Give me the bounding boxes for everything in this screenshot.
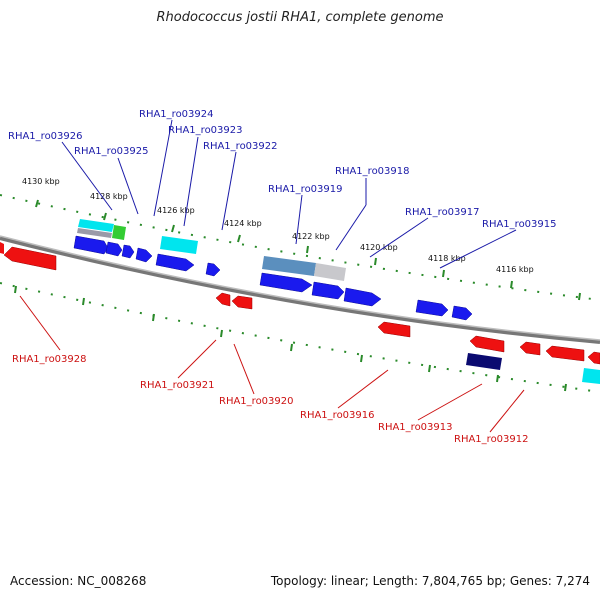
cyan-feature[interactable] — [78, 219, 114, 232]
forward-gene[interactable] — [155, 253, 195, 272]
reverse-gene-labels: RHA1_ro03928 RHA1_ro03921 RHA1_ro03920 R… — [12, 354, 529, 445]
lower-major-ticks — [14, 285, 567, 392]
navy-feature[interactable] — [466, 353, 502, 370]
tick-label: 4122 kbp — [292, 232, 330, 241]
forward-leader-lines — [61, 119, 517, 269]
upper-major-ticks — [35, 199, 581, 301]
forward-gene[interactable] — [121, 244, 135, 259]
reverse-leader-lines — [19, 295, 525, 433]
genome-title: Rhodococcus jostii RHA1, complete genome — [156, 10, 444, 25]
gene-label-reverse[interactable]: RHA1_ro03920 — [219, 396, 294, 407]
reverse-gene[interactable] — [3, 246, 57, 271]
gene-label-forward[interactable]: RHA1_ro03923 — [168, 125, 243, 136]
steelblue-feature[interactable] — [262, 256, 316, 276]
gene-label-reverse[interactable]: RHA1_ro03912 — [454, 434, 529, 445]
gene-label-forward[interactable]: RHA1_ro03918 — [335, 166, 410, 177]
green-feature[interactable] — [112, 225, 126, 240]
feature-blocks — [77, 219, 600, 384]
forward-genes — [73, 235, 473, 321]
gene-label-reverse[interactable]: RHA1_ro03913 — [378, 422, 453, 433]
forward-gene[interactable] — [451, 305, 473, 321]
tick-label: 4130 kbp — [22, 177, 60, 186]
tick-label: 4120 kbp — [360, 243, 398, 252]
cyan-feature[interactable] — [160, 236, 198, 254]
accession-label: Accession: NC_008268 — [10, 574, 147, 588]
gene-label-forward[interactable]: RHA1_ro03925 — [74, 146, 149, 157]
gene-label-reverse[interactable]: RHA1_ro03921 — [140, 380, 215, 391]
gray-feature[interactable] — [77, 228, 112, 238]
forward-gene[interactable] — [259, 272, 313, 293]
tick-label: 4118 kbp — [428, 254, 466, 263]
cyan-feature[interactable] — [582, 368, 600, 384]
genome-summary-label: Topology: linear; Length: 7,804,765 bp; … — [270, 574, 590, 588]
gene-label-forward[interactable]: RHA1_ro03919 — [268, 184, 343, 195]
reverse-gene[interactable] — [215, 292, 231, 307]
gene-label-forward[interactable]: RHA1_ro03922 — [203, 141, 278, 152]
forward-gene[interactable] — [205, 262, 221, 277]
forward-gene[interactable] — [135, 247, 153, 263]
gene-label-reverse[interactable]: RHA1_ro03916 — [300, 410, 375, 421]
lightgray-feature[interactable] — [314, 263, 346, 281]
gene-label-forward[interactable]: RHA1_ro03926 — [8, 131, 83, 142]
genome-backbone-highlight — [0, 235, 600, 341]
tick-label: 4126 kbp — [157, 206, 195, 215]
forward-gene[interactable] — [415, 299, 449, 317]
forward-gene-labels: RHA1_ro03926 RHA1_ro03925 RHA1_ro03924 R… — [8, 109, 557, 230]
gene-label-forward[interactable]: RHA1_ro03915 — [482, 219, 557, 230]
scale-tick-labels: 4130 kbp 4128 kbp 4126 kbp 4124 kbp 4122… — [22, 177, 534, 274]
tick-label: 4124 kbp — [224, 219, 262, 228]
tick-label: 4128 kbp — [90, 192, 128, 201]
reverse-gene[interactable] — [519, 341, 541, 356]
reverse-gene[interactable] — [545, 345, 585, 362]
forward-gene[interactable] — [73, 235, 109, 255]
forward-gene[interactable] — [311, 281, 345, 300]
gene-label-forward[interactable]: RHA1_ro03924 — [139, 109, 214, 120]
lower-scale-track — [0, 282, 600, 393]
reverse-gene[interactable] — [587, 351, 600, 365]
genome-backbone — [0, 236, 600, 344]
forward-gene[interactable] — [343, 287, 382, 307]
reverse-gene[interactable] — [377, 321, 411, 338]
gene-label-forward[interactable]: RHA1_ro03917 — [405, 207, 480, 218]
tick-label: 4116 kbp — [496, 265, 534, 274]
reverse-gene[interactable] — [0, 242, 4, 254]
forward-gene[interactable] — [105, 241, 123, 257]
reverse-genes — [0, 242, 600, 365]
gene-label-reverse[interactable]: RHA1_ro03928 — [12, 354, 87, 365]
reverse-gene[interactable] — [469, 335, 505, 353]
reverse-gene[interactable] — [231, 295, 253, 310]
